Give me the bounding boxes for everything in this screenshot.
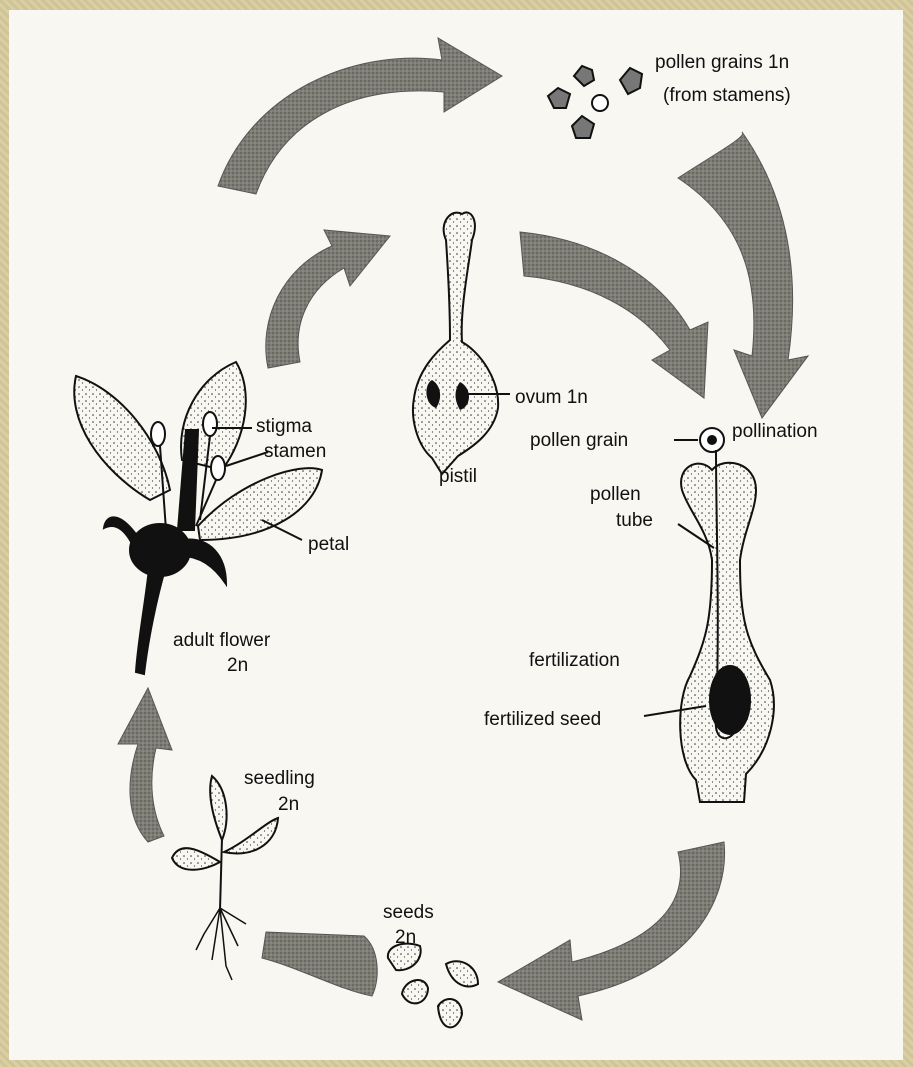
label-from-stamens: (from stamens) xyxy=(663,85,791,106)
stem xyxy=(136,560,166,674)
label-stigma: stigma xyxy=(256,416,312,437)
label-pollination: pollination xyxy=(732,421,818,442)
pollen-grain-shape xyxy=(548,88,570,108)
arrow-flower-to-pollen xyxy=(218,38,502,194)
label-petal: petal xyxy=(308,534,349,555)
fertilization-pistil-drawing xyxy=(644,428,774,802)
label-fertilization: fertilization xyxy=(529,650,620,671)
label-pollen-grains: pollen grains 1n xyxy=(655,52,789,73)
label-seeds-ploidy: 2n xyxy=(395,927,416,948)
sepal-right xyxy=(182,539,226,584)
stamen-anther xyxy=(211,456,225,480)
label-tube: tube xyxy=(616,510,653,531)
seed-shape xyxy=(446,961,478,986)
petal-pointer xyxy=(262,520,302,540)
adult-flower-drawing xyxy=(74,362,322,674)
pollen-grain-shape xyxy=(572,116,594,138)
label-pistil: pistil xyxy=(439,466,477,487)
sepal-left xyxy=(104,517,140,548)
pistil-drawing xyxy=(413,212,510,474)
stamen-anther xyxy=(203,412,217,436)
pollen-grains-cluster xyxy=(548,66,642,138)
seed-shape xyxy=(438,999,462,1027)
seed-shape xyxy=(402,980,428,1003)
label-seedling-ploidy: 2n xyxy=(278,794,299,815)
arrow-seedling-to-flower xyxy=(118,688,172,842)
stamen-anther xyxy=(151,422,165,446)
arrow-flower-to-pistil xyxy=(266,230,390,368)
label-seedling: seedling xyxy=(244,768,315,789)
label-adult-flower-ploidy: 2n xyxy=(227,655,248,676)
label-stamen: stamen xyxy=(264,441,326,462)
label-fertilized-seed: fertilized seed xyxy=(484,709,601,730)
arrow-seeds-to-seedling xyxy=(262,932,377,996)
label-pollen: pollen xyxy=(590,484,641,505)
pollen-grain-shape xyxy=(574,66,594,86)
label-adult-flower: adult flower xyxy=(173,630,271,651)
seedling-roots xyxy=(196,908,246,980)
pollen-grain-shape xyxy=(620,68,642,94)
fertilized-ovule xyxy=(710,666,750,734)
label-ovum: ovum 1n xyxy=(515,387,588,408)
arrow-pistil-to-pollination xyxy=(520,232,708,398)
seedling-drawing xyxy=(172,776,278,980)
pollen-grain-shape xyxy=(592,95,608,111)
arrow-fertilization-to-seeds xyxy=(498,842,725,1020)
label-pollen-grain: pollen grain xyxy=(530,430,628,451)
seeds-cluster xyxy=(388,944,478,1028)
label-seeds: seeds xyxy=(383,902,434,923)
